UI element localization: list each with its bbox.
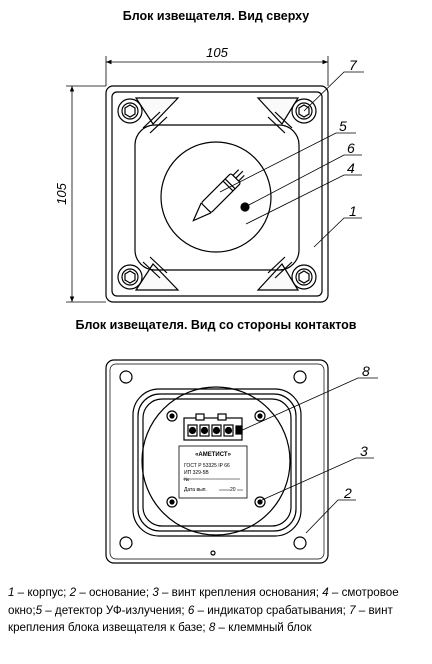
nameplate — [178, 445, 248, 499]
contacts-view-title: Блок извещателя. Вид со стороны контакто… — [75, 318, 357, 332]
viewing-window — [160, 141, 272, 253]
terminal-block — [183, 413, 243, 441]
corner-ribs — [134, 97, 300, 291]
dim-height-label: 105 — [54, 182, 69, 204]
housing-inner — [111, 91, 323, 297]
legend-text-7: – винт крепления блока извещателя к базе… — [8, 603, 393, 635]
nameplate-serial: № — [184, 477, 189, 483]
legend-num-4: 4 — [322, 586, 329, 599]
callout-8: 8 — [362, 363, 370, 379]
callout-3: 3 — [360, 443, 368, 459]
legend-text-6: – индикатор срабатывания; — [194, 603, 350, 617]
callout-4: 4 — [347, 160, 355, 176]
legend-text-8: – клеммный блок — [215, 621, 312, 634]
contacts-view — [105, 359, 329, 564]
legend-num-8: 8 — [208, 621, 216, 634]
nameplate-brand: «АМЕТИСТ» — [195, 452, 231, 458]
callout-leaders-top — [219, 71, 364, 248]
callout-1: 1 — [349, 203, 357, 219]
dim-width-label: 105 — [206, 45, 228, 60]
base-disk — [141, 386, 291, 536]
nameplate-standard: ГОСТ Р 53325 IP 66 — [184, 463, 230, 469]
legend-num-1: 1 — [8, 586, 15, 599]
gasket-ring — [132, 388, 302, 537]
nameplate-year: 20 — [230, 487, 236, 493]
legend: 1 – корпус; 2 – основание; 3 – винт креп… — [8, 584, 428, 637]
nameplate-date: Дата вып. — [184, 487, 207, 493]
top-view — [105, 85, 329, 303]
base-holes — [119, 370, 307, 556]
legend-text-2: – основание; — [76, 586, 153, 599]
mounting-screw-7 — [117, 98, 317, 290]
callout-2: 2 — [343, 485, 352, 501]
legend-text-1: – корпус; — [14, 586, 70, 599]
uv-detector — [192, 169, 245, 222]
callout-leaders-bottom — [237, 377, 378, 534]
legend-text-5: – детектор УФ-излучения; — [42, 603, 188, 617]
housing-outer — [105, 85, 329, 303]
top-view-title: Блок извещателя. Вид сверху — [122, 9, 310, 23]
legend-num-6: 6 — [187, 603, 195, 617]
base-outer — [105, 359, 329, 564]
base-screw-3 — [166, 410, 266, 508]
legend-text-4: – смотровое окно; — [8, 586, 399, 617]
callout-7: 7 — [349, 57, 358, 73]
legend-num-5: 5 — [35, 603, 43, 617]
dimensions — [66, 56, 329, 303]
legend-num-3: 3 — [152, 586, 159, 599]
legend-num-7: 7 — [349, 603, 356, 617]
legend-text-3: – винт крепления основания; — [158, 586, 323, 599]
callout-5: 5 — [339, 118, 347, 134]
callout-6: 6 — [347, 140, 355, 156]
nameplate-model: ИП 329-5В — [184, 470, 209, 476]
legend-num-2: 2 — [69, 586, 77, 599]
